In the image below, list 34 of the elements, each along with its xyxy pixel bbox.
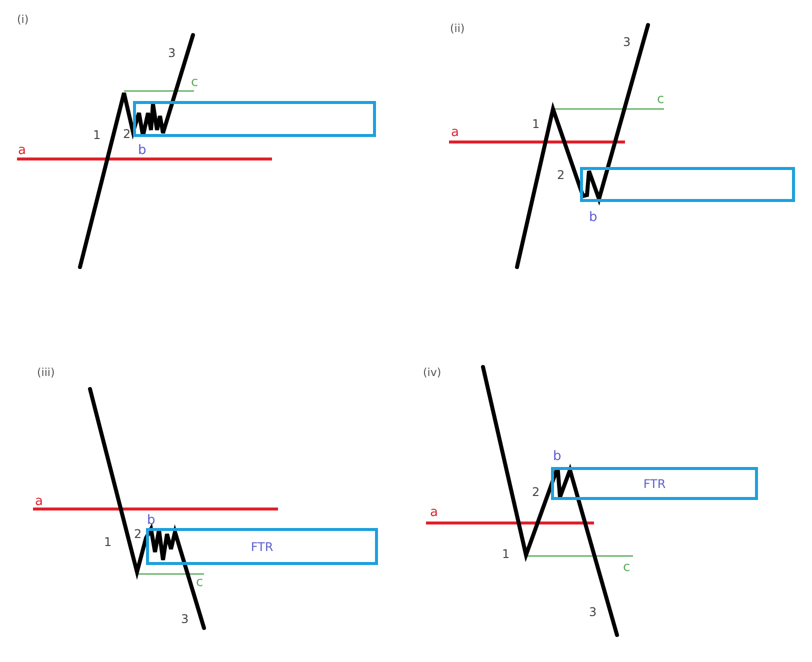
level-label: c (196, 576, 204, 589)
wave-number: 1 (532, 118, 540, 131)
wave-number: 3 (168, 47, 176, 60)
wave-number: 3 (589, 606, 597, 619)
level-label: a (35, 495, 43, 508)
level-label: b (589, 211, 598, 224)
zone-label: FTR (643, 476, 666, 490)
level-label: c (191, 76, 198, 89)
level-label: b (147, 514, 156, 527)
panel-label: (iv) (423, 366, 442, 379)
panel-label: (iii) (37, 366, 55, 379)
level-label: b (553, 450, 562, 463)
wave-number: 2 (557, 169, 565, 182)
level-label: a (451, 126, 459, 139)
level-label: c (623, 561, 630, 574)
wave-number: 1 (93, 129, 101, 142)
level-label: b (138, 144, 146, 157)
wave-number: 2 (532, 486, 540, 499)
wave-number: 2 (123, 128, 131, 141)
panel-label: (i) (17, 13, 29, 26)
wave-number: 1 (104, 536, 112, 549)
wave-number: 1 (502, 548, 510, 561)
wave-number: 2 (134, 528, 142, 541)
zone-box (133, 101, 376, 137)
level-label: a (430, 506, 438, 519)
wave-number: 3 (181, 613, 189, 626)
level-label: c (657, 93, 664, 106)
wave-number: 3 (623, 36, 631, 49)
zone-box (551, 467, 758, 500)
level-label: a (18, 144, 26, 157)
zone-box (146, 528, 378, 565)
zone-label: FTR (250, 540, 274, 554)
panel-label: (ii) (450, 22, 465, 35)
zone-box (580, 167, 795, 202)
